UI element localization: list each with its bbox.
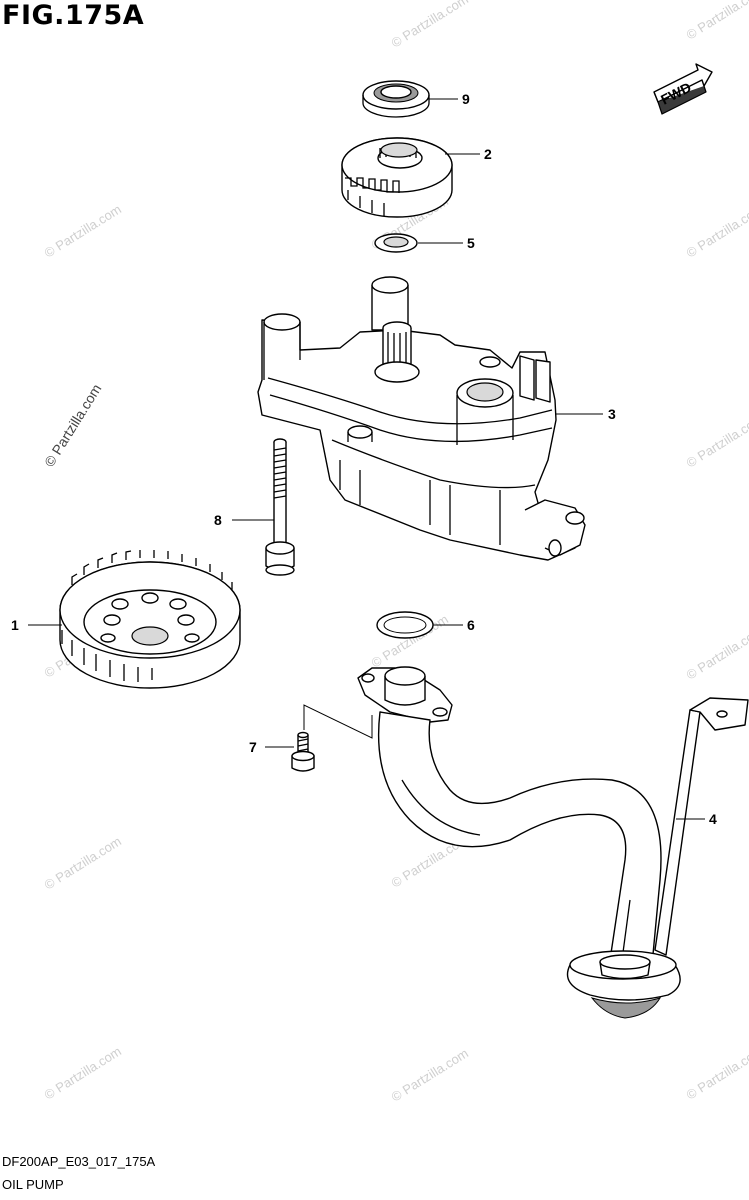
part-3-pump-body xyxy=(257,276,586,561)
callout-1: 1 xyxy=(11,617,19,633)
drawing-caption: OIL PUMP xyxy=(2,1177,64,1192)
callout-4: 4 xyxy=(709,811,717,827)
watermark-text: © Partzilla.com xyxy=(684,623,749,682)
watermark-text: © Partzilla.com xyxy=(684,1043,749,1102)
part-8-bolt xyxy=(265,438,295,576)
part-1-large-gear xyxy=(59,550,241,689)
part-5-washer xyxy=(374,233,418,253)
callout-9: 9 xyxy=(462,91,470,107)
part-9-seal xyxy=(362,80,430,118)
part-2-gear xyxy=(341,137,453,218)
callout-5: 5 xyxy=(467,235,475,251)
watermark-text: © Partzilla.com xyxy=(684,411,749,470)
watermark-text: © Partzilla.com xyxy=(42,1043,124,1102)
watermark-text: © Partzilla.com xyxy=(41,381,105,469)
callout-3: 3 xyxy=(608,406,616,422)
watermark-text: © Partzilla.com xyxy=(42,201,124,260)
drawing-code: DF200AP_E03_017_175A xyxy=(2,1154,156,1169)
watermark-text: © Partzilla.com xyxy=(389,1045,471,1104)
leader-lines xyxy=(28,98,705,820)
part-6-o-ring xyxy=(376,611,434,639)
callout-labels: 9 2 5 3 8 1 6 7 4 xyxy=(11,91,717,827)
watermark-text: © Partzilla.com xyxy=(684,0,749,43)
callout-7: 7 xyxy=(249,739,257,755)
figure-title: FIG.175A xyxy=(2,0,145,31)
callout-8: 8 xyxy=(214,512,222,528)
callout-2: 2 xyxy=(484,146,492,162)
part-4-strainer xyxy=(357,666,749,1019)
callout-6: 6 xyxy=(467,617,475,633)
part-7-bolt xyxy=(291,731,315,772)
assembly-guide-line xyxy=(303,704,373,739)
watermark-text: © Partzilla.com xyxy=(684,201,749,260)
watermark-text: © Partzilla.com xyxy=(389,0,471,51)
fwd-arrow-icon: FWD xyxy=(653,63,713,115)
watermark-text: © Partzilla.com xyxy=(42,833,124,892)
